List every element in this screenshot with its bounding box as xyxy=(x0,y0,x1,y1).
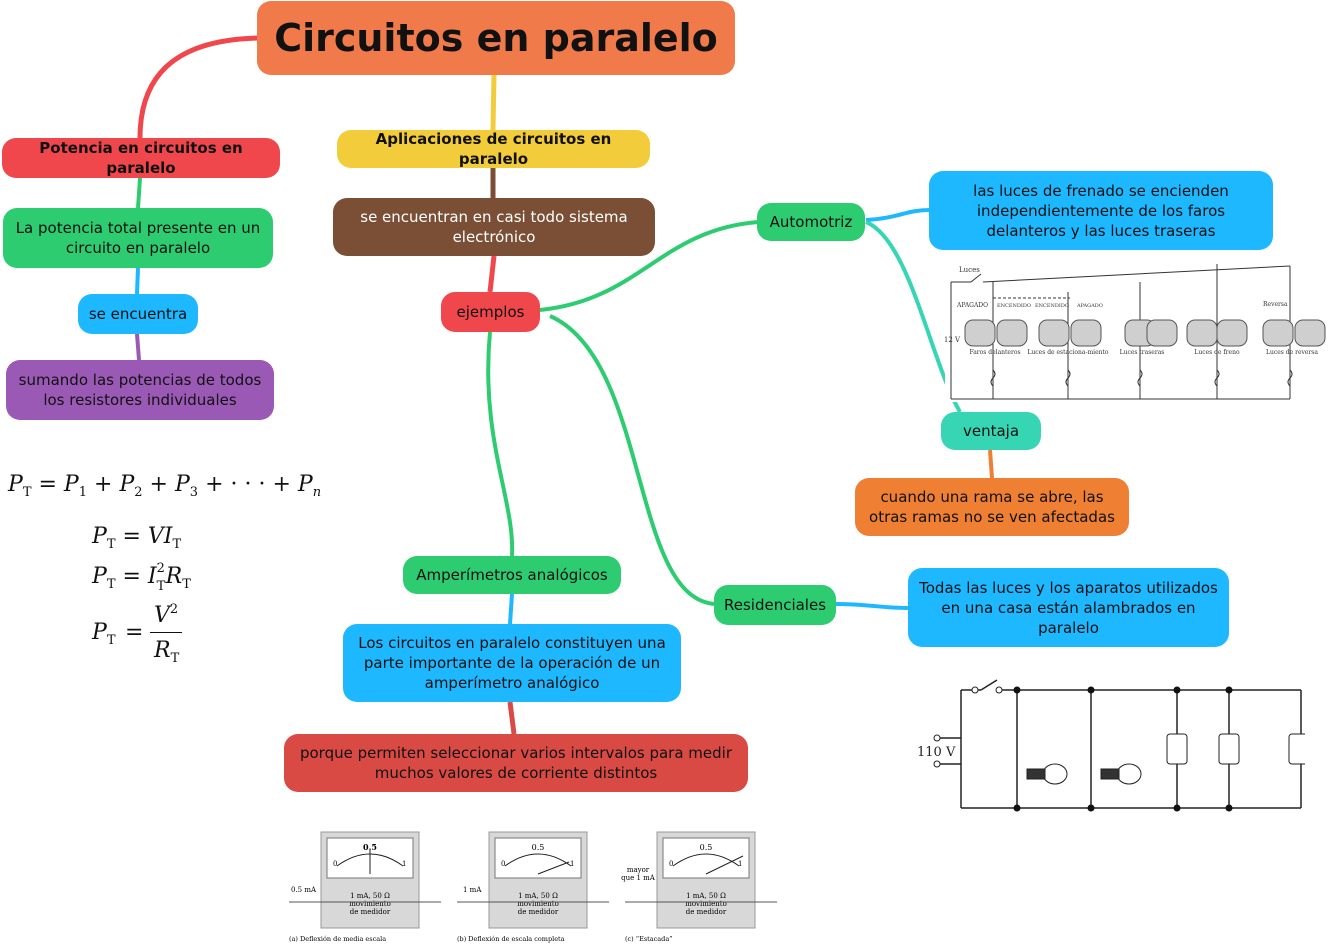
automotive-circuit-figure: Luces APAGADO ENCENDIDO ENCENDIDO APAGAD… xyxy=(945,262,1329,402)
residenciales-node[interactable]: Residenciales xyxy=(714,585,836,625)
home-circuit-figure: 110 V xyxy=(917,679,1305,812)
connector-ejemplos-automotriz xyxy=(539,220,759,312)
se-encuentra-node[interactable]: se encuentra xyxy=(78,294,198,334)
aplicaciones-node[interactable]: Aplicaciones de circuitos en paralelo xyxy=(337,130,650,168)
meter-b-input: 1 mA xyxy=(463,886,482,894)
ejemplos-node[interactable]: ejemplos xyxy=(441,292,540,332)
meter-c-move: movimiento xyxy=(685,900,727,908)
meter-c-input: mayor que 1 mA xyxy=(621,866,655,882)
formula-v2r: PT = V2 RT xyxy=(92,600,222,670)
sistema-node[interactable]: se encuentran en casi todo sistema elect… xyxy=(333,198,655,256)
volt-110-label: 110 V xyxy=(917,745,956,760)
meter-b-reading: 0.5 xyxy=(532,843,545,852)
formula-sum: PT = P1 + P2 + P3 + · · · + Pn xyxy=(8,472,322,500)
rama-node[interactable]: cuando una rama se abre, las otras ramas… xyxy=(855,478,1129,536)
connector-amperimetros-constituyen xyxy=(508,593,514,625)
meter-b-spec: 1 mA, 50 Ω xyxy=(518,892,558,900)
freno-label: Luces de freno xyxy=(1194,349,1240,356)
automotriz-node[interactable]: Automotriz xyxy=(757,203,865,241)
meter-b-move: movimiento xyxy=(517,900,559,908)
connector-encuentra-sumando xyxy=(135,333,141,361)
connector-root-aplicaciones xyxy=(490,74,497,131)
meter-figures: 0.5 0 1 1 mA, 50 Ω movimiento de medidor… xyxy=(285,828,785,944)
connector-ventaja-rama xyxy=(988,449,994,479)
meter-a-zero: 0 xyxy=(333,860,337,868)
potencia-total-node[interactable]: La potencia total presente en un circuit… xyxy=(3,208,273,268)
faros-label: Faros delanteros xyxy=(969,349,1020,356)
meter-c-of: de medidor xyxy=(686,908,727,916)
meter-c-zero: 0 xyxy=(669,860,673,868)
meter-b-of: de medidor xyxy=(518,908,559,916)
porque-node[interactable]: porque permiten seleccionar varios inter… xyxy=(284,734,748,792)
meter-a-input: 0.5 mA xyxy=(291,886,317,894)
todas-luces-node[interactable]: Todas las luces y los aparatos utilizado… xyxy=(908,568,1229,647)
amperimetros-node[interactable]: Amperímetros analógicos xyxy=(403,556,621,594)
luces-label: Luces xyxy=(959,266,980,274)
meter-c-one: 1 xyxy=(738,860,742,868)
meter-c-reading: 0.5 xyxy=(700,843,713,852)
connector-automotriz-luces xyxy=(865,208,931,222)
meter-b-one: 1 xyxy=(570,860,574,868)
meter-b: 0.5 0 1 1 mA, 50 Ω movimiento de medidor… xyxy=(457,831,609,943)
reversa-luces-label: Luces de reversa xyxy=(1266,349,1318,356)
luces-frenado-node[interactable]: las luces de frenado se encienden indepe… xyxy=(929,171,1273,250)
ventaja-node[interactable]: ventaja xyxy=(941,412,1041,450)
connector-root-potencia xyxy=(137,35,259,139)
connector-potencia-total xyxy=(136,177,142,209)
meter-a-spec: 1 mA, 50 Ω xyxy=(350,892,390,900)
connector-ejemplos-amperimetros xyxy=(486,331,515,557)
potencia-node[interactable]: Potencia en circuitos en paralelo xyxy=(2,138,280,178)
meter-a-one: 1 xyxy=(402,860,406,868)
apagado-label-2: APAGADO xyxy=(1076,303,1103,309)
formula-vi: PT = VIT xyxy=(92,524,182,552)
root-title[interactable]: Circuitos en paralelo xyxy=(257,1,735,75)
meter-c: 0.5 0 1 1 mA, 50 Ω movimiento de medidor… xyxy=(621,831,777,943)
connector-total-encuentra xyxy=(135,267,140,295)
sumando-node[interactable]: sumando las potencias de todos los resis… xyxy=(6,360,274,420)
connector-sistema-ejemplos xyxy=(487,255,497,293)
connector-residenciales-todas xyxy=(833,602,909,610)
meter-b-zero: 0 xyxy=(501,860,505,868)
connector-constituyen-porque xyxy=(507,701,517,735)
apagado-label-1: APAGADO xyxy=(956,302,988,309)
meter-c-spec: 1 mA, 50 Ω xyxy=(686,892,726,900)
traseras-label: Luces traseras xyxy=(1120,349,1165,356)
meter-a: 0.5 0 1 1 mA, 50 Ω movimiento de medidor… xyxy=(289,831,441,943)
volt-12-label: +12 V xyxy=(945,336,961,344)
connector-ejemplos-residenciales xyxy=(549,314,717,606)
meter-a-caption: (a) Deflexión de media escala xyxy=(289,935,386,943)
meter-c-caption: (c) “Estacada” xyxy=(625,935,673,943)
constituyen-node[interactable]: Los circuitos en paralelo constituyen un… xyxy=(343,624,681,702)
meter-b-caption: (b) Deflexión de escala completa xyxy=(457,935,565,943)
reversa-label: Reversa xyxy=(1263,301,1288,308)
meter-a-of: de medidor xyxy=(350,908,391,916)
estacionamiento-label: Luces de estaciona-miento xyxy=(1027,349,1108,356)
meter-a-move: movimiento xyxy=(349,900,391,908)
encendido-label-2: ENCENDIDO xyxy=(1035,303,1069,309)
meter-a-reading: 0.5 xyxy=(363,842,377,852)
encendido-label-1: ENCENDIDO xyxy=(997,303,1031,309)
